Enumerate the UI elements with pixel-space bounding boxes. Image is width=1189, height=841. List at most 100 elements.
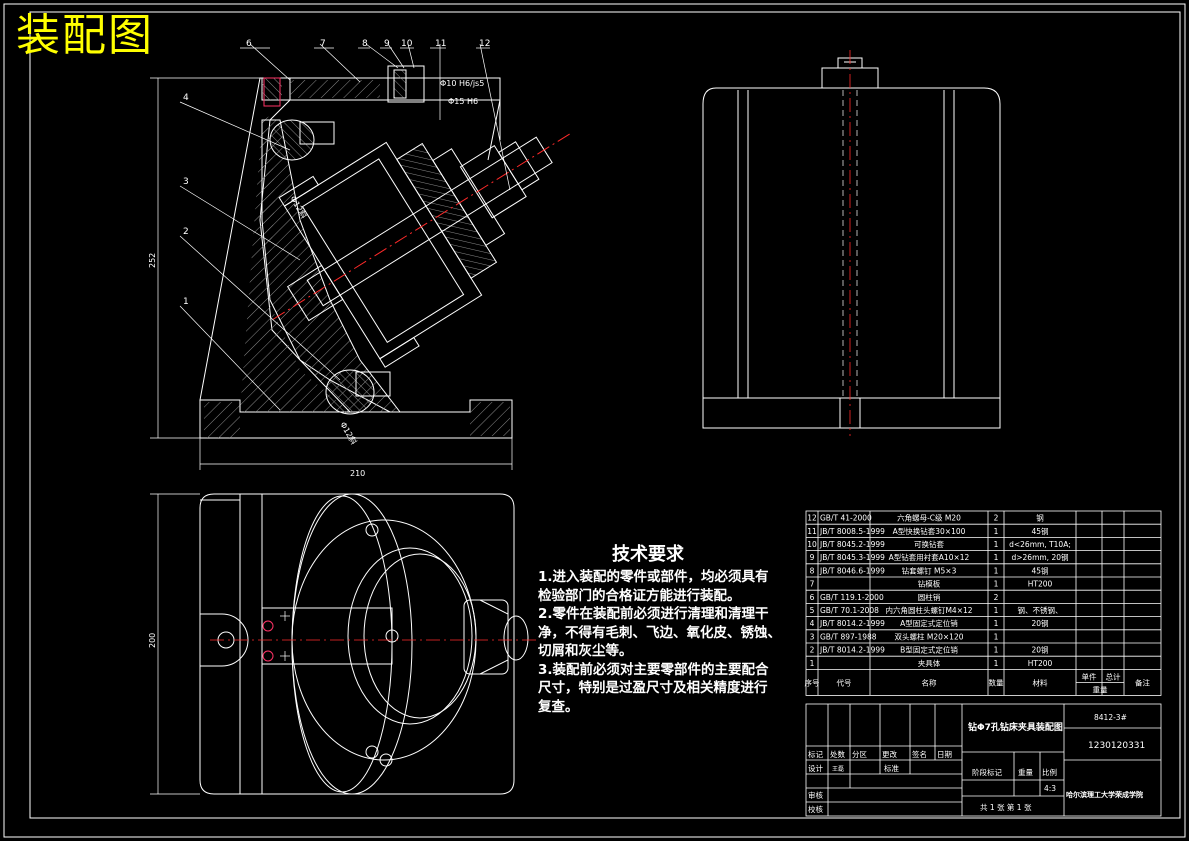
dim-angle-2: Φ12斜 xyxy=(338,420,359,446)
bom-cell: 3 xyxy=(810,632,815,641)
bom-cell: 45钢 xyxy=(1031,526,1048,536)
tb-label-sign: 签名 xyxy=(912,749,927,759)
bom-cell: 双头螺柱 M20×120 xyxy=(895,631,964,641)
bom-cell: JB/T 8008.5-1999 xyxy=(819,527,885,536)
bom-header-cell: 单件 xyxy=(1082,671,1098,681)
tb-standard: 标准 xyxy=(884,763,899,773)
tb-designer: 王磊 xyxy=(832,766,844,773)
bom-header-cell: 数量 xyxy=(989,677,1004,687)
bom-cell: A型快换钻套30×100 xyxy=(893,526,966,536)
bom-cell: 钻套螺钉 M5×3 xyxy=(902,565,957,575)
bom-cell: 7 xyxy=(810,580,815,589)
bom-cell: 4 xyxy=(810,619,815,628)
bom-header-cell: 名称 xyxy=(922,677,937,687)
tech-line: 3.装配前必须对主要零部件的主要配合 xyxy=(538,661,769,678)
bom-cell: 1 xyxy=(994,659,999,668)
tb-label-date: 日期 xyxy=(937,750,952,759)
bom-cell: d<26mm, T10A; xyxy=(1009,540,1071,549)
tb-check: 校核 xyxy=(808,804,823,814)
fit-15: Φ15 H6 xyxy=(448,97,478,106)
bom-cell: 45钢 xyxy=(1031,565,1048,575)
bom-cell: 1 xyxy=(994,527,999,536)
bom-cell: JB/T 8045.2-1999 xyxy=(819,540,885,549)
balloon-8: 8 xyxy=(362,39,368,49)
bom-table xyxy=(805,510,1162,696)
bom-cell: JB/T 8045.3-1999 xyxy=(819,553,885,562)
bom-cell: 1 xyxy=(994,580,999,589)
bom-cell: 1 xyxy=(994,566,999,575)
tech-requirements-body: 1.进入装配的零件或部件，均必须具有 检验部门的合格证方能进行装配。 2.零件在… xyxy=(538,568,798,716)
bom-cell: 6 xyxy=(810,593,815,602)
bom-cell: 六角螺母-C级 M20 xyxy=(897,513,961,523)
dim-height: 252 xyxy=(148,253,157,268)
tech-line: 2.零件在装配前必须进行清理和清理干 xyxy=(538,606,769,622)
balloon-4: 4 xyxy=(183,93,189,103)
drawing-title: 装配图 xyxy=(16,10,154,61)
bom-cell: JB/T 8014.2-1999 xyxy=(819,646,885,655)
bom-header-cell: 代号 xyxy=(837,677,852,687)
bom-cell: A型固定式定位销 xyxy=(900,618,958,628)
bom-cell: 1 xyxy=(810,659,815,668)
balloon-7: 7 xyxy=(320,39,326,49)
bom-cell: HT200 xyxy=(1028,659,1053,668)
bom-header-cell: 材料 xyxy=(1033,677,1049,687)
tb-product: 钻Φ7孔钻床夹具装配图 xyxy=(968,721,1063,733)
bom-cell: 1 xyxy=(994,553,999,562)
dim-width: 210 xyxy=(350,469,365,478)
title-block-text: 标记 处数 分区 更改 签名 日期 设计 王磊 标准 审核 校核 钻Φ7孔钻床夹… xyxy=(808,713,1145,814)
front-view xyxy=(150,43,570,470)
tb-weight: 重量 xyxy=(1018,768,1034,777)
tb-school: 哈尔滨理工大学荣成学院 xyxy=(1066,790,1143,799)
bom-cell: GB/T 41-2000 xyxy=(820,514,872,523)
bom-cell: 2 xyxy=(994,514,999,523)
tb-scale-value: 4:3 xyxy=(1044,784,1056,793)
tb-label-zone: 分区 xyxy=(852,750,867,759)
bom-header-weight: 重量 xyxy=(1093,685,1109,694)
bom-header-cell: 序号 xyxy=(805,677,820,687)
tech-line: 检验部门的合格证方能进行装配。 xyxy=(538,587,741,604)
bom-cell: JB/T 8046.6-1999 xyxy=(819,566,885,575)
bom-cell: 钻模板 xyxy=(918,579,941,589)
tb-drawing-no: 8412-3# xyxy=(1094,713,1127,722)
bom-cell: 20钢 xyxy=(1031,618,1048,628)
balloon-12: 12 xyxy=(479,39,490,49)
bom-cell: A型钻套用衬套A10×12 xyxy=(889,552,970,562)
bom-cell: 1 xyxy=(994,619,999,628)
tb-label-mark: 标记 xyxy=(808,749,823,759)
bom-cell: 可换钻套 xyxy=(914,539,944,549)
tech-requirements-heading: 技术要求 xyxy=(612,544,684,565)
balloon-2: 2 xyxy=(183,227,189,237)
bom-cell: 1 xyxy=(994,646,999,655)
tech-line: 净，不得有毛刺、飞边、氧化皮、锈蚀、 xyxy=(538,624,781,641)
tb-label-count: 处数 xyxy=(830,749,845,759)
balloon-11: 11 xyxy=(435,39,446,49)
bom-cell: 1 xyxy=(994,606,999,615)
tb-scale: 比例 xyxy=(1042,767,1057,777)
tb-design: 设计 xyxy=(808,763,823,773)
tb-stage: 阶段标记 xyxy=(972,767,1002,777)
balloon-3: 3 xyxy=(183,177,189,187)
balloon-10: 10 xyxy=(401,39,413,49)
bom-cell: 11 xyxy=(807,527,817,536)
title-block xyxy=(805,703,1162,817)
balloon-6: 6 xyxy=(246,39,252,49)
tech-line: 切屑和灰尘等。 xyxy=(538,643,633,659)
tb-label-change: 更改 xyxy=(882,749,897,759)
bom-cell: GB/T 70.1-2008 xyxy=(820,606,879,615)
bom-cell: 钢、不锈钢、 xyxy=(1018,605,1063,615)
drawing-border xyxy=(3,3,1186,838)
tb-sheets: 共 1 张 第 1 张 xyxy=(980,802,1032,812)
balloon-1: 1 xyxy=(183,297,189,307)
tech-line: 1.进入装配的零件或部件，均必须具有 xyxy=(538,569,769,585)
balloon-9: 9 xyxy=(384,39,390,49)
bom-cell: HT200 xyxy=(1028,580,1053,589)
top-view xyxy=(150,493,540,795)
drawing-inner-border xyxy=(29,11,1181,819)
bom-cell: 20钢 xyxy=(1031,645,1048,655)
bom-cell: 8 xyxy=(810,566,815,575)
bom-cell: 1 xyxy=(994,632,999,641)
bom-cell: 12 xyxy=(807,514,817,523)
bom-cell: 2 xyxy=(994,593,999,602)
bom-cell: 钢 xyxy=(1036,513,1044,523)
